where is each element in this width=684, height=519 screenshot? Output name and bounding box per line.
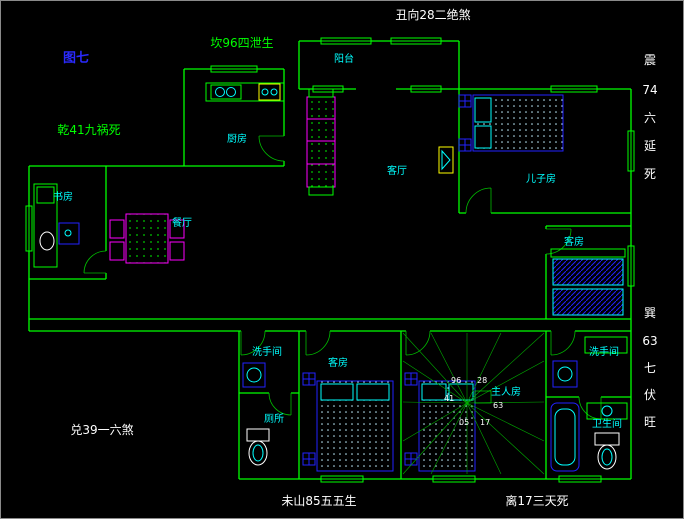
bed-guest-bottom <box>302 372 394 472</box>
compass-number-41: 41 <box>444 394 454 403</box>
annotation-kan: 坎96四泄生 <box>210 36 273 50</box>
room-label-guest-room-bottom: 客房 <box>328 356 348 369</box>
zhen-char-0: 震 <box>644 53 656 67</box>
toilet-left <box>246 428 270 466</box>
room-label-kitchen: 厨房 <box>227 132 247 145</box>
xun-char-2: 七 <box>644 361 656 375</box>
room-label-living-room: 客厅 <box>387 164 407 177</box>
figure-label: 图七 <box>63 51 89 66</box>
compass-fan <box>402 332 545 475</box>
annotation-qian: 乾41九祸死 <box>57 122 120 137</box>
room-label-washroom-left: 洗手间 <box>252 345 282 358</box>
room-label-son-room: 儿子房 <box>526 172 556 185</box>
sofa <box>306 88 336 196</box>
annotation-dui: 兑39一六煞 <box>70 423 133 437</box>
dining-table <box>109 213 185 264</box>
annotation-xun-column: 巽 63 七 伏 旺 <box>642 306 657 429</box>
bathtub <box>550 402 580 472</box>
annotation-wei-shan: 未山85五五生 <box>281 494 356 508</box>
room-label-washroom-right: 洗手间 <box>589 345 619 358</box>
room-label-master-room: 主人房 <box>491 385 521 398</box>
compass-number-96: 96 <box>451 376 461 385</box>
room-label-study: 书房 <box>53 190 73 203</box>
bed-master <box>404 372 476 472</box>
kitchen-counter <box>205 82 285 102</box>
xun-char-4: 旺 <box>644 415 656 429</box>
xun-char-3: 伏 <box>644 388 656 402</box>
compass-numbers: 96 28 41 63 05 17 <box>444 376 503 427</box>
xun-char-0: 巽 <box>644 306 656 320</box>
annotation-zhen-column: 震 74 六 延 死 <box>642 53 657 181</box>
bed-son-room <box>458 94 564 152</box>
compass-number-05: 05 <box>459 418 469 427</box>
tv-unit <box>438 146 454 174</box>
zhen-char-3: 延 <box>644 139 656 153</box>
zhen-char-1: 74 <box>642 83 657 97</box>
door-arcs <box>83 135 602 420</box>
room-label-dining-room: 餐厅 <box>172 216 192 229</box>
annotation-top-center: 丑向28二绝煞 <box>395 7 470 22</box>
compass-number-17: 17 <box>480 418 490 427</box>
sink-right <box>552 336 628 388</box>
study-furniture <box>33 183 80 268</box>
room-label-guest-room-right: 客房 <box>564 235 584 248</box>
room-label-toilet: 厕所 <box>264 413 284 425</box>
annotation-li: 离17三天死 <box>505 493 568 508</box>
room-label-bathroom: 卫生间 <box>592 417 622 430</box>
zhen-char-4: 死 <box>644 167 656 181</box>
sink-left <box>242 362 266 388</box>
compass-number-28: 28 <box>477 376 487 385</box>
xun-char-1: 63 <box>642 334 657 348</box>
room-label-balcony: 阳台 <box>334 52 354 65</box>
bed-guest-right <box>550 248 626 316</box>
zhen-char-2: 六 <box>644 111 656 125</box>
toilet-right <box>586 402 628 470</box>
compass-number-63: 63 <box>493 401 503 410</box>
